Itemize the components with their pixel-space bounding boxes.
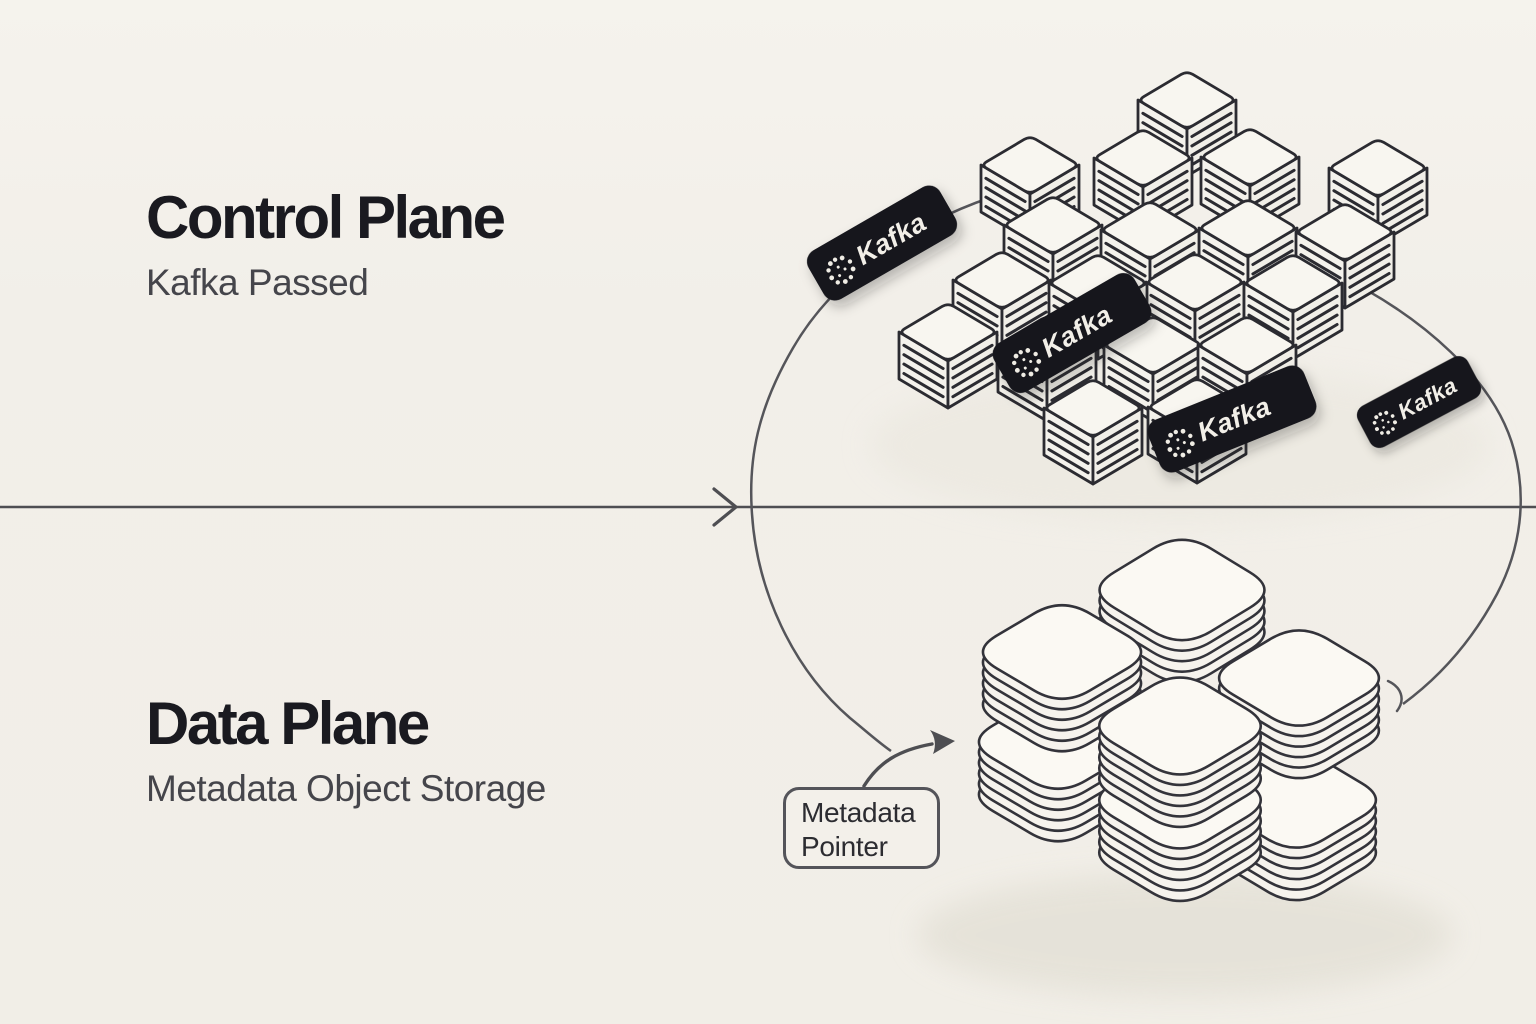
kafka-broker-box bbox=[1092, 129, 1194, 236]
kafka-dots-icon bbox=[826, 255, 856, 285]
object-storage-cluster bbox=[977, 538, 1381, 903]
data-plane-subtitle: Metadata Object Storage bbox=[146, 768, 546, 809]
storage-cluster-shadow bbox=[917, 873, 1453, 997]
object-storage-stack bbox=[1098, 538, 1266, 684]
kafka-dots-icon bbox=[1165, 428, 1195, 458]
metadata-pointer-arrow bbox=[862, 730, 955, 788]
callout-line-2: Pointer bbox=[801, 830, 888, 862]
metadata-pointer-callout: Metadata Pointer bbox=[783, 787, 940, 869]
control-plane-label: Control Plane Kafka Passed bbox=[146, 184, 506, 304]
callout-line-1: Metadata bbox=[801, 797, 916, 828]
object-storage-stack bbox=[981, 603, 1143, 753]
kafka-broker-box bbox=[897, 303, 999, 410]
arrowhead-icon bbox=[930, 730, 955, 754]
kafka-broker-box bbox=[1042, 379, 1144, 486]
kafka-badge: Kafka bbox=[806, 185, 958, 301]
plane-divider bbox=[0, 487, 1536, 527]
arc-hook-right bbox=[1386, 679, 1403, 713]
control-to-data-arc-right bbox=[1331, 270, 1522, 706]
kafka-dots-icon bbox=[1012, 348, 1042, 378]
divider-arrow-icon bbox=[712, 487, 738, 527]
control-plane-subtitle: Kafka Passed bbox=[146, 262, 369, 303]
control-plane-title: Control Plane bbox=[146, 184, 506, 251]
object-storage-stack bbox=[1097, 676, 1263, 829]
kafka-dots-icon bbox=[1372, 410, 1397, 435]
data-plane-label: Data Plane Metadata Object Storage bbox=[146, 692, 546, 810]
kafka-broker-box bbox=[1242, 254, 1344, 361]
data-plane-title: Data Plane bbox=[146, 690, 430, 757]
kafka-broker-cluster bbox=[897, 71, 1429, 486]
